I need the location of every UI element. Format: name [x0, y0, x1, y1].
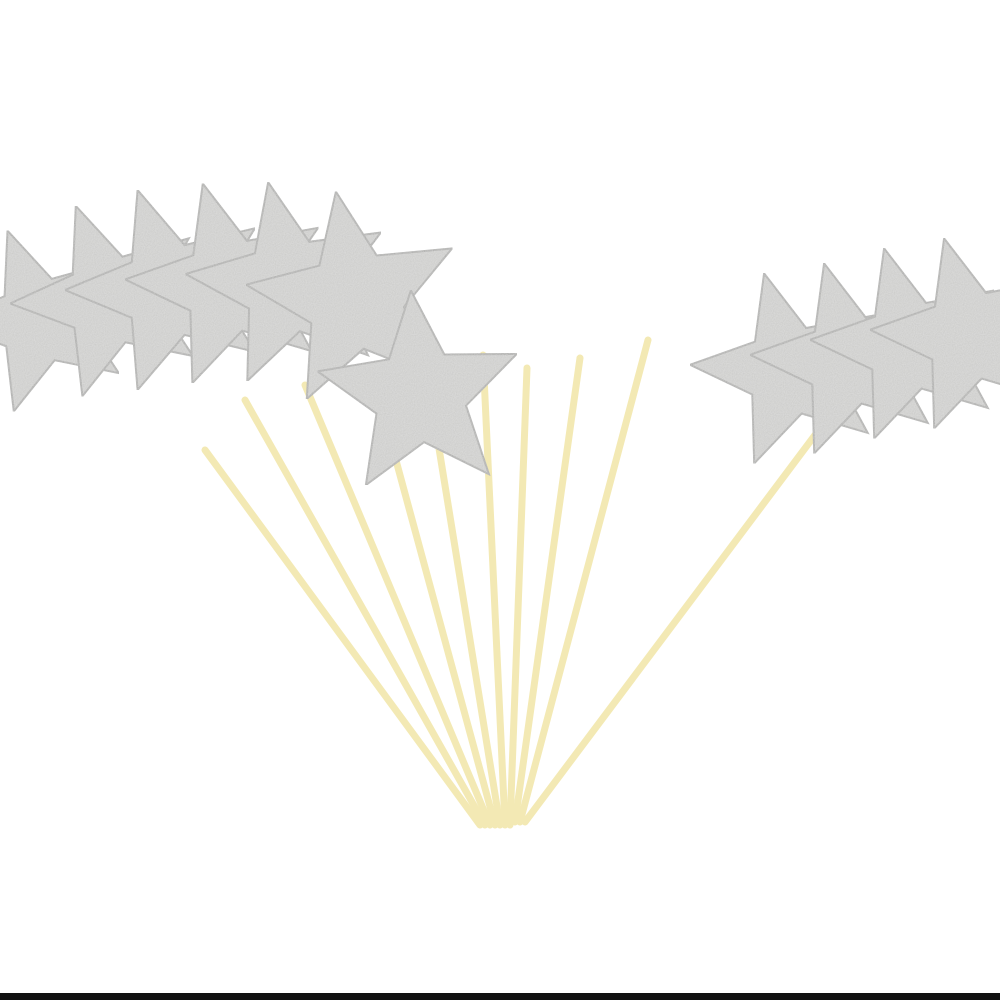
glitter-stars [0, 179, 1000, 488]
stick [301, 381, 494, 829]
stick [516, 336, 652, 826]
bottom-border [0, 993, 1000, 1000]
star [867, 235, 1000, 431]
stick [201, 446, 484, 829]
stick [511, 354, 584, 826]
stick [506, 364, 531, 829]
stick [241, 396, 489, 829]
wooden-sticks [201, 336, 819, 829]
stick [521, 431, 819, 826]
star [315, 287, 520, 488]
stick [479, 351, 509, 829]
